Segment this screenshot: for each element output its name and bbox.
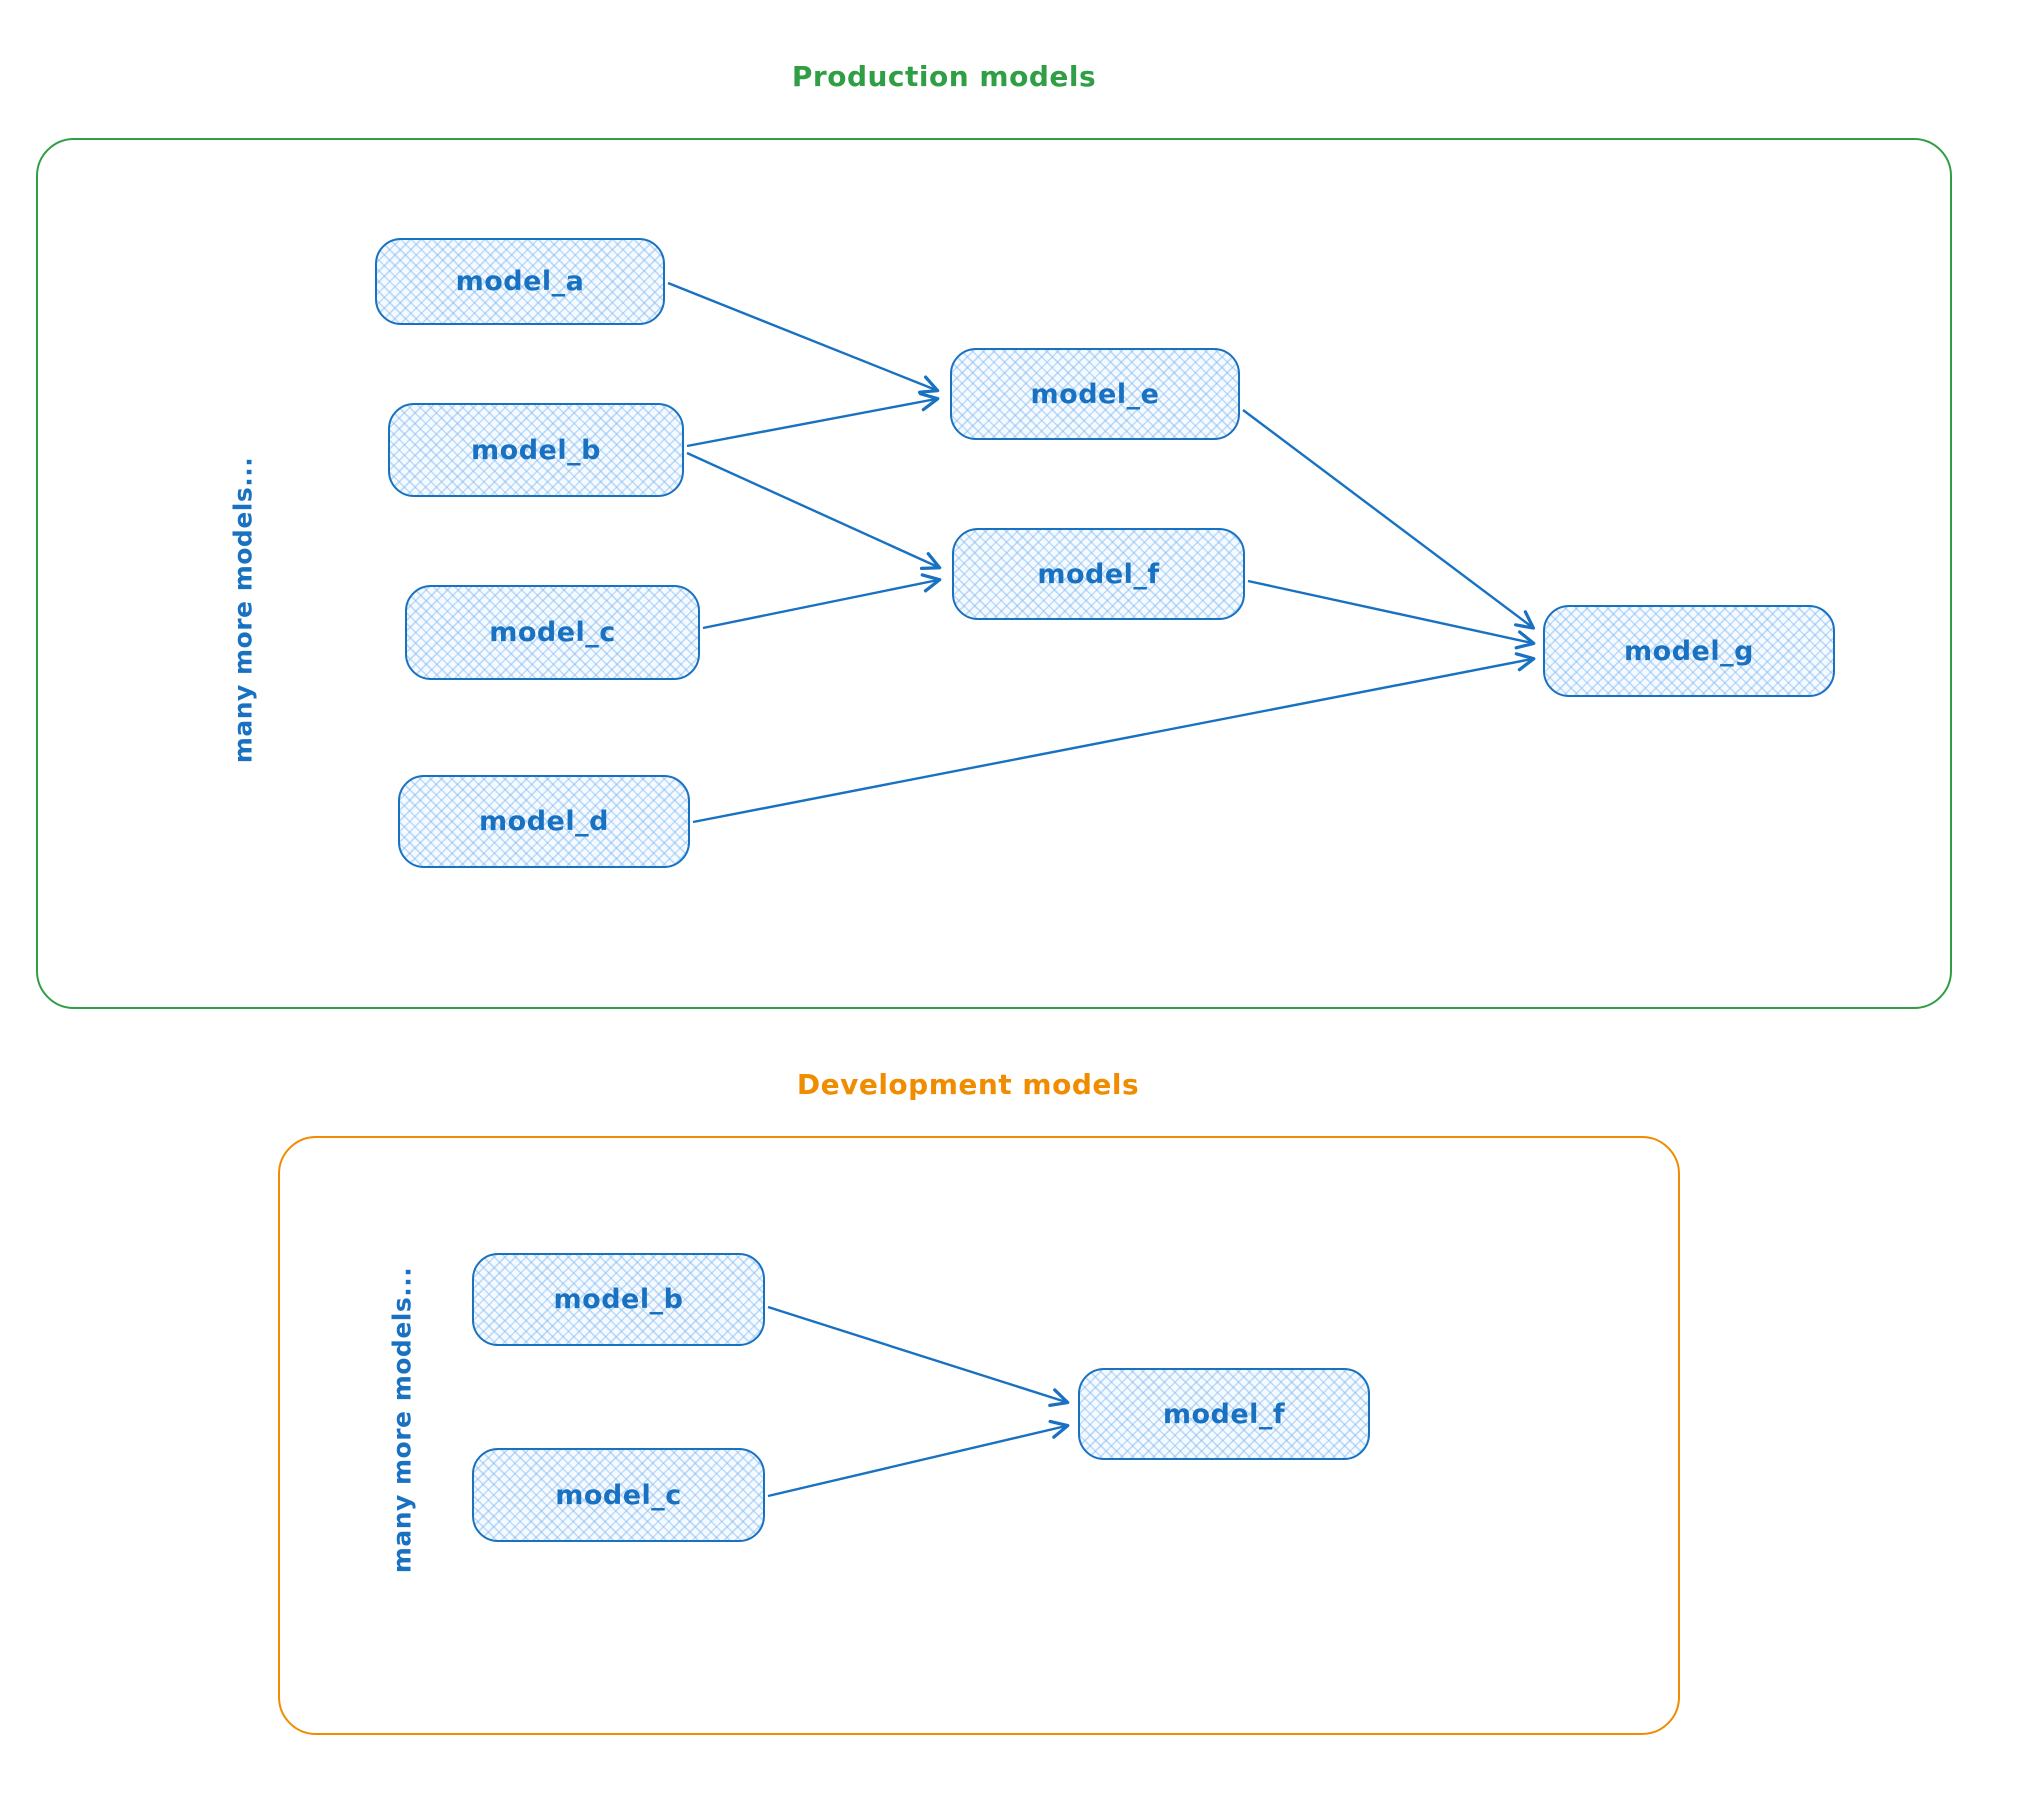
node-label: model_g xyxy=(1624,635,1754,667)
development-frame xyxy=(278,1136,1680,1735)
node-label: model_a xyxy=(455,266,585,297)
node-label: model_f xyxy=(1162,1398,1286,1430)
production-node-model_d[interactable]: model_d xyxy=(398,775,690,868)
node-label: model_f xyxy=(1037,558,1160,590)
development-node-model_f[interactable]: model_f xyxy=(1078,1368,1370,1460)
node-label: model_b xyxy=(553,1284,684,1315)
production-node-model_a[interactable]: model_a xyxy=(375,238,665,325)
development-node-model_c[interactable]: model_c xyxy=(472,1448,765,1542)
development-section-title: Development models xyxy=(796,1068,1140,1101)
production-node-model_e[interactable]: model_e xyxy=(950,348,1240,440)
production-many-more-models-label: many more models... xyxy=(228,456,258,764)
production-section-title: Production models xyxy=(791,60,1097,93)
node-label: model_d xyxy=(479,806,609,837)
production-node-model_c[interactable]: model_c xyxy=(405,585,700,680)
node-label: model_c xyxy=(555,1479,682,1511)
production-frame xyxy=(36,138,1952,1009)
development-node-model_b[interactable]: model_b xyxy=(472,1253,765,1346)
node-label: model_b xyxy=(471,434,601,466)
node-label: model_c xyxy=(489,617,616,648)
production-node-model_f[interactable]: model_f xyxy=(952,528,1245,620)
node-label: model_e xyxy=(1030,378,1160,410)
development-many-more-models-label: many more models... xyxy=(387,1266,417,1574)
production-node-model_b[interactable]: model_b xyxy=(388,403,684,497)
production-node-model_g[interactable]: model_g xyxy=(1543,605,1835,697)
